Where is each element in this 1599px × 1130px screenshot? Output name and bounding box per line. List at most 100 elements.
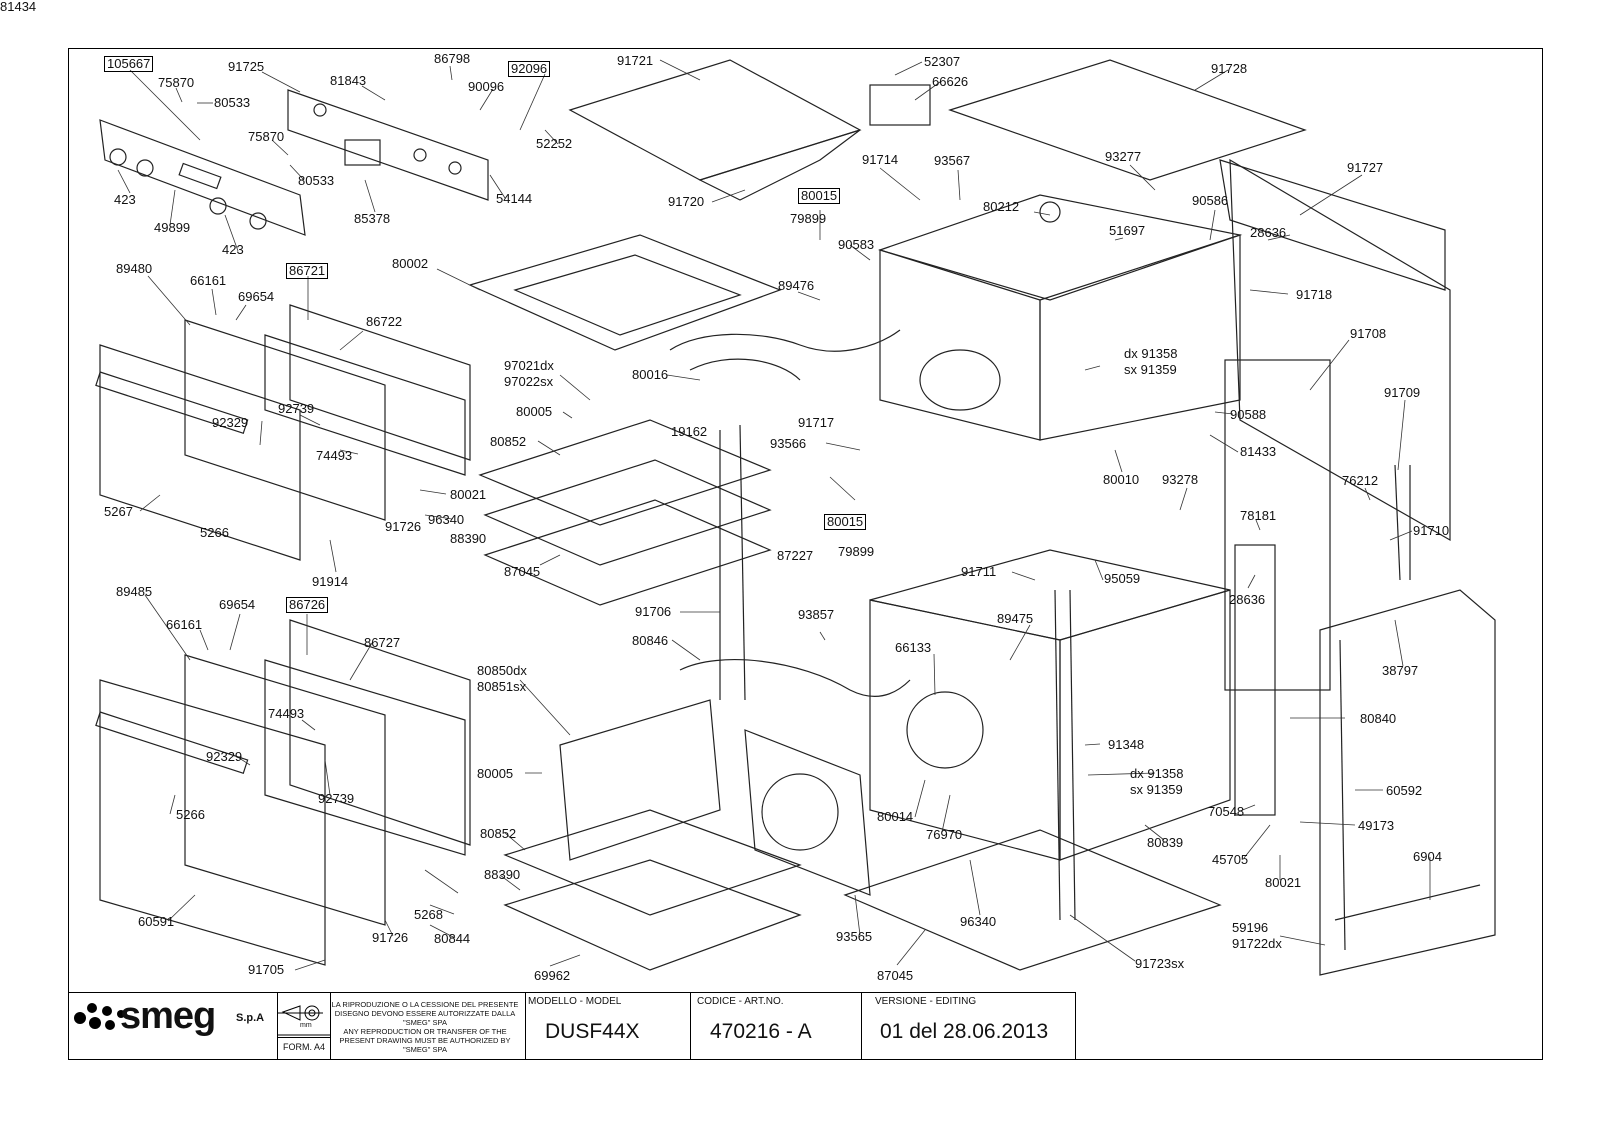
part-number-label: 80021 [450,487,487,502]
part-number-label: 80533 [214,95,251,110]
part-number-label: 66161 [166,617,203,632]
upper-tray-shape [468,234,782,351]
part-number-label: 86727 [364,635,401,650]
part-number-label: 52252 [536,136,573,151]
part-number-label: 92739 [278,401,315,416]
part-number-label: 86726 [286,597,329,613]
part-number-label: 89475 [997,611,1034,626]
part-number-label: 74493 [316,448,353,463]
part-number-label: 93565 [836,929,873,944]
part-number-label: 91728 [1211,61,1248,76]
part-number-label: 80840 [1360,711,1397,726]
notice-cell [330,993,526,1059]
part-number-label: 92739 [318,791,355,806]
part-number-label: 51697 [1109,223,1146,238]
model-cell [525,993,691,1059]
part-number-label: 91720 [668,194,705,209]
drawing-frame [68,48,1543,1060]
part-number-label: 92096 [508,61,551,77]
rear-panel-shape [1224,359,1496,976]
part-number-label: 90096 [468,79,505,94]
part-number-label: 91705 [248,962,285,977]
bottom-plate-shape [843,829,1222,971]
part-number-label: 66161 [190,273,227,288]
part-number-label: 80010 [1103,472,1140,487]
code-header: CODICE - ART.NO. [697,996,784,1007]
part-number-label: 80002 [392,256,429,271]
part-number-label: 91348 [1108,737,1145,752]
part-number-label: 79899 [838,544,875,559]
part-number-label: 92329 [206,749,243,764]
part-number-label: sx 91359 [1124,362,1177,377]
part-number-label: 28636 [1250,225,1287,240]
part-number-label: 59196 [1232,920,1269,935]
notice-line: LA RIPRODUZIONE O LA CESSIONE DEL PRESEN… [331,1000,519,1009]
part-number-label: 28636 [1229,592,1266,607]
lower-rack-shape [503,699,802,971]
part-number-label: 80839 [1147,835,1184,850]
part-number-label: 85378 [354,211,391,226]
leader-lines [117,59,1431,971]
part-number-label: 90586 [1192,193,1229,208]
part-number-label: 90583 [838,237,875,252]
part-number-label: 91710 [1413,523,1450,538]
part-number-label: 74493 [268,706,305,721]
part-number-label: 66133 [895,640,932,655]
part-number-label: 38797 [1382,663,1419,678]
part-number-label: sx 91359 [1130,782,1183,797]
smeg-logo-dots [74,1003,125,1030]
part-number-label: 80851sx [477,679,527,694]
upper-cavity-shape [878,194,1243,441]
code-value: 470216 - A [710,1020,812,1043]
lower-door-shape [95,619,471,966]
model-value: DUSF44X [545,1020,640,1043]
part-number-label: 91714 [862,152,899,167]
part-number-label: 87227 [777,548,814,563]
fan-cover-shape [744,729,871,896]
part-number-label: 6904 [1413,849,1442,864]
part-number-label: 86721 [286,263,329,279]
part-number-label: 69654 [219,597,256,612]
part-number-label: 97022sx [504,374,554,389]
part-number-label: 76212 [1342,473,1379,488]
part-number-label: 91723sx [1135,956,1185,971]
notice-line: "SMEG" SPA [403,1045,447,1054]
part-number-label: 91718 [1296,287,1333,302]
part-number-label: 89485 [116,584,153,599]
part-number-label: 54144 [496,191,533,206]
part-number-label: 66626 [932,74,969,89]
part-number-label: 80846 [632,633,669,648]
lower-heating-element-shape [679,658,911,697]
part-number-label: 93277 [1105,149,1142,164]
version-cell [861,993,1076,1059]
part-number-label: 81434 [0,0,37,14]
part-number-label: 93567 [934,153,971,168]
part-number-label: 75870 [248,129,285,144]
part-number-label: 97021dx [504,358,554,373]
part-number-label: 91709 [1384,385,1421,400]
part-number-label: 52307 [924,54,961,69]
part-number-label: 87045 [877,968,914,983]
part-number-label: 60592 [1386,783,1423,798]
control-panel-shape [99,119,306,236]
part-number-label: 91726 [372,930,409,945]
part-number-label: dx 91358 [1130,766,1184,781]
part-number-label: 49899 [154,220,191,235]
part-number-label: 78181 [1240,508,1277,523]
part-number-label: 80212 [983,199,1020,214]
smeg-logo-text: smeg [120,995,216,1037]
part-number-label: 80014 [877,809,914,824]
form-label: FORM. A4 [283,1042,326,1052]
part-number-label: 80021 [1265,875,1302,890]
part-number-label: 69962 [534,968,571,983]
part-number-label: 91706 [635,604,672,619]
part-number-label: 91914 [312,574,349,589]
part-number-label: 5266 [200,525,229,540]
part-number-label: 86722 [366,314,403,329]
part-number-label: 19162 [671,424,708,439]
part-number-label: 80850dx [477,663,527,678]
part-number-label: 80005 [516,404,553,419]
part-number-label: 92329 [212,415,249,430]
